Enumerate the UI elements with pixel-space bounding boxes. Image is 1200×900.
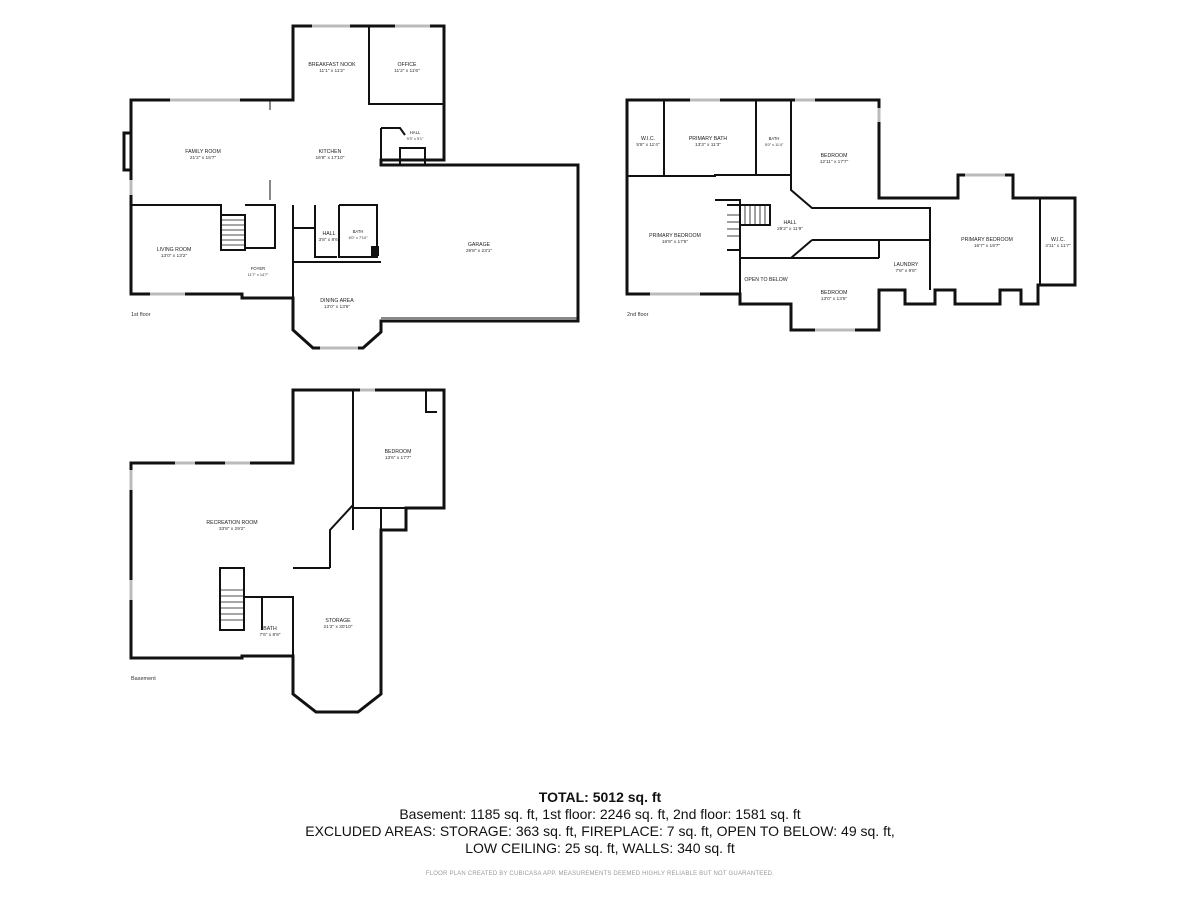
room-name-laundry: LAUNDRY — [894, 262, 919, 268]
room-dim-laundry: 7'8" x 9'8" — [896, 268, 917, 274]
room-dim-hall: 3'8" x 8'6" — [319, 237, 340, 243]
room-name-foyer: FOYER — [251, 266, 265, 271]
room-dim-breakfast-nook: 11'1" x 11'2" — [319, 68, 345, 74]
floor-label-first: 1st floor — [131, 312, 151, 318]
basement-plan — [129, 388, 446, 714]
room-dim-bath-b: 7'6" x 8'9" — [260, 632, 281, 638]
room-dim-storage: 21'2" x 30'10" — [324, 624, 353, 630]
room-name-family-room: FAMILY ROOM — [185, 149, 221, 155]
room-name-primary-bedroom-right: PRIMARY BEDROOM — [961, 237, 1013, 243]
room-name-kitchen: KITCHEN — [319, 149, 342, 155]
room-name-bedroom-top: BEDROOM — [821, 153, 848, 159]
excluded-areas-cont: LOW CEILING: 25 sq. ft, WALLS: 340 sq. f… — [465, 840, 735, 856]
room-name-hall-small: HALL — [410, 130, 421, 135]
room-name-primary-bath: PRIMARY BATH — [689, 136, 728, 142]
room-dim-living-room: 13'0" x 13'2" — [161, 253, 188, 259]
room-name-dining-area: DINING AREA — [320, 298, 354, 304]
floor-label-basement: Basement — [131, 676, 156, 682]
room-name-breakfast-nook: BREAKFAST NOOK — [308, 62, 356, 68]
room-name-bath-b: BATH — [263, 626, 277, 632]
room-name-wic-left: W.I.C. — [641, 136, 655, 142]
room-dim-foyer: 11'7" x 14'7" — [248, 273, 269, 277]
room-name-living-room: LIVING ROOM — [157, 247, 192, 253]
room-dim-office: 11'2" x 11'6" — [394, 68, 420, 74]
room-dim-primary-bath: 13'3" x 11'3" — [695, 142, 721, 148]
room-name-wic-right: W.I.C. — [1051, 237, 1065, 243]
total-area: TOTAL: 5012 sq. ft — [538, 789, 662, 805]
room-name-open-to-below: OPEN TO BELOW — [744, 277, 787, 283]
room-dim-bedroom-top: 12'11" x 17'7" — [820, 159, 849, 165]
room-dim-recreation-room: 33'8" x 29'2" — [219, 526, 246, 532]
room-dim-wic-right: 4'11" x 11'7" — [1045, 243, 1071, 249]
room-dim-bath2: 5'0" x 11'4" — [765, 143, 784, 147]
area-summary: TOTAL: 5012 sq. ft Basement: 1185 sq. ft… — [0, 788, 1200, 857]
room-dim-hall-small: 9'3" x 9'1" — [407, 137, 424, 141]
room-dim-hall2: 29'2" x 11'9" — [777, 226, 803, 232]
room-name-primary-bedroom-left: PRIMARY BEDROOM — [649, 233, 701, 239]
disclaimer: FLOOR PLAN CREATED BY CUBICASA APP. MEAS… — [425, 871, 775, 877]
room-name-bath: BATH — [353, 229, 364, 234]
room-dim-bath: 6'0" x 7'10" — [349, 236, 369, 240]
room-name-office: OFFICE — [397, 62, 417, 68]
room-dim-family-room: 21'2" x 15'7" — [190, 155, 217, 161]
excluded-areas: EXCLUDED AREAS: STORAGE: 363 sq. ft, FIR… — [305, 823, 895, 839]
floor-label-second: 2nd floor — [627, 312, 649, 318]
room-name-garage: GARAGE — [468, 242, 491, 248]
room-dim-bedroom-bottom: 13'0" x 13'5" — [821, 296, 848, 302]
floor-areas: Basement: 1185 sq. ft, 1st floor: 2246 s… — [399, 806, 801, 822]
room-dim-kitchen: 16'8" x 17'10" — [316, 155, 345, 161]
room-dim-garage: 29'8" x 23'1" — [466, 248, 493, 254]
room-name-hall: HALL — [323, 231, 336, 237]
room-dim-bedroom-b: 13'6" x 17'7" — [385, 455, 412, 461]
room-name-hall2: HALL — [784, 220, 797, 226]
room-dim-dining-area: 13'0" x 13'6" — [324, 304, 351, 310]
room-dim-primary-bedroom-left: 16'9" x 17'6" — [662, 239, 689, 245]
room-dim-wic-left: 5'8" x 11'4" — [636, 142, 660, 148]
room-name-bedroom-b: BEDROOM — [385, 449, 412, 455]
room-name-bedroom-bottom: BEDROOM — [821, 290, 848, 296]
room-name-storage: STORAGE — [325, 618, 351, 624]
room-dim-primary-bedroom-right: 16'7" x 19'7" — [974, 243, 1001, 249]
room-name-recreation-room: RECREATION ROOM — [206, 520, 257, 526]
room-name-bath2: BATH — [769, 136, 780, 141]
second-floor-plan — [625, 98, 1077, 332]
first-floor-plan — [122, 24, 580, 350]
